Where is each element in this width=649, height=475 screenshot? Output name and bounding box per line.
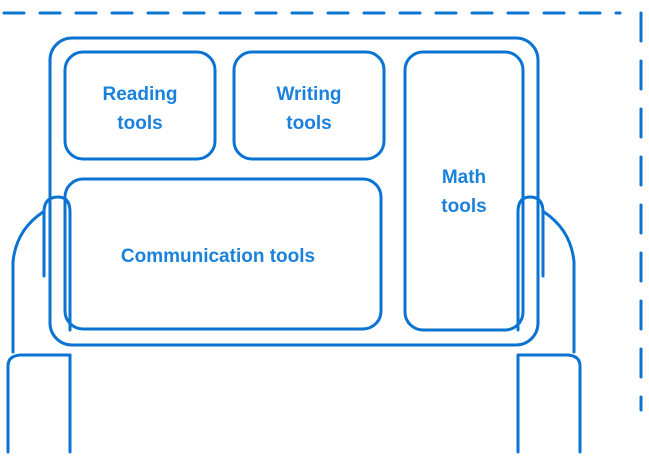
tablet-outline	[48, 36, 540, 347]
left-thumb	[42, 195, 72, 332]
math-tools-box	[403, 50, 525, 332]
reading-tools-label-line2: tools	[117, 113, 162, 134]
math-tools-tile: Math tools	[403, 50, 525, 332]
communication-tools-tile: Communication tools	[63, 177, 383, 331]
math-tools-label-line1: Math	[442, 167, 486, 188]
communication-tools-box	[63, 177, 383, 331]
right-hand-icon	[516, 195, 582, 454]
left-sleeve	[6, 353, 72, 454]
writing-tools-label-line1: Writing	[276, 84, 341, 105]
communication-tools-label: Communication tools	[121, 246, 315, 267]
writing-tools-box	[232, 50, 386, 161]
reading-tools-label-line1: Reading	[103, 84, 178, 105]
right-sleeve	[516, 353, 582, 454]
right-palm	[542, 210, 576, 354]
tablet-device-icon	[48, 36, 540, 347]
math-tools-label-line2: tools	[441, 196, 486, 217]
writing-tools-tile: Writing tools	[232, 50, 386, 161]
dashed-frame	[2, 11, 643, 412]
reading-tools-tile: Reading tools	[63, 50, 217, 161]
reading-tools-box	[63, 50, 217, 161]
left-hand-icon	[6, 195, 72, 454]
writing-tools-label-line2: tools	[286, 113, 331, 134]
left-palm	[11, 210, 45, 354]
right-thumb	[516, 195, 545, 332]
